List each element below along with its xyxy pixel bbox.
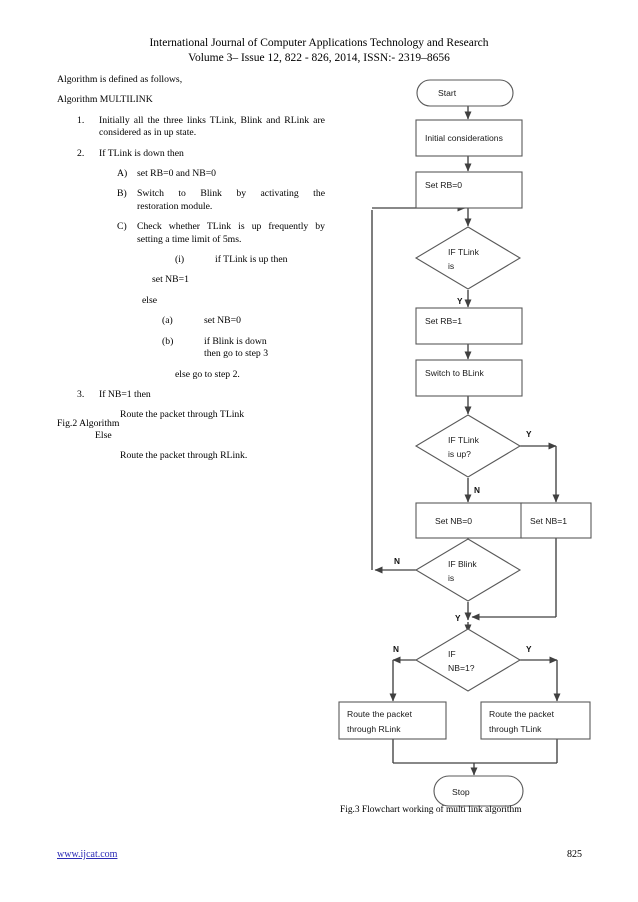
edge-label-nb1-yes: Y [526, 644, 532, 654]
node-switch-to-blink [415, 359, 523, 397]
else-line-2: Else [95, 429, 112, 441]
step-2a-text: set RB=0 and NB=0 [137, 168, 217, 180]
node-if-tlink-is [414, 226, 522, 290]
page-header: International Journal of Computer Applic… [0, 36, 638, 66]
else-line-1: else [142, 294, 158, 306]
else-goto-line: else go to step 2. [175, 368, 240, 380]
step-2b-text-cont: restoration module. [137, 200, 213, 212]
node-start-label: Start [438, 88, 457, 98]
edge-label-blink-yes: Y [455, 613, 461, 623]
figure-3-caption: Fig.3 Flowchart working of multi link al… [340, 805, 522, 815]
step-1-text: Initially all the three links TLink, Bli… [99, 114, 325, 139]
algorithm-step-2c-i: (i) if TLink is up then [175, 254, 325, 266]
node-switch-to-blink-label: Switch to BLink [425, 368, 484, 378]
step-2-text: If TLink is down then [99, 147, 184, 159]
route-rlink-line: Route the packet through RLink. [120, 450, 248, 462]
node-if-tlink-up-label-2: is up? [448, 449, 471, 459]
route-tlink-line: Route the packet through TLink [120, 409, 245, 421]
node-route-tlink-label-2: through TLink [489, 724, 542, 734]
node-if-blink-is-label-1: IF Blink [448, 559, 477, 569]
node-start [416, 79, 514, 107]
substep-b-text-cont: then go to step 3 [204, 348, 269, 360]
node-set-nb1 [520, 502, 592, 539]
node-if-tlink-up [414, 414, 522, 478]
node-if-tlink-is-label-1: IF TLink [448, 247, 480, 257]
substep-b-marker: (b) [162, 335, 174, 347]
algorithm-substep-a: (a) set NB=0 [162, 315, 325, 327]
step-2c-i-text: if TLink is up then [215, 254, 288, 266]
substep-a-marker: (a) [162, 315, 173, 327]
step-2-marker: 2. [77, 147, 85, 159]
node-if-nb1 [414, 628, 522, 692]
node-route-rlink-label-2: through RLink [347, 724, 401, 734]
step-2c-text: Check whether TLink is up frequently by … [137, 221, 325, 245]
node-if-nb1-label-1: IF [448, 649, 456, 659]
edge-label-tlink-up-yes: Y [526, 429, 532, 439]
node-set-nb1-label: Set NB=1 [530, 516, 567, 526]
algorithm-title: Algorithm MULTILINK [57, 94, 153, 106]
step-2b-text: Switch to Blink by activating the [137, 188, 325, 200]
node-set-rb0-label: Set RB=0 [425, 180, 462, 190]
node-if-tlink-up-label-1: IF TLink [448, 435, 480, 445]
flowchart-figure-3: Start Initial considerations Set RB=0 IF… [330, 74, 630, 814]
step-3-marker: 3. [77, 388, 85, 400]
node-route-rlink [338, 701, 447, 740]
step-2a-marker: A) [117, 168, 128, 180]
substep-b-text: if Blink is down [204, 335, 267, 347]
journal-title: International Journal of Computer Applic… [149, 37, 489, 49]
edge-label-blink-no: N [394, 556, 400, 566]
node-set-rb1-label: Set RB=1 [425, 316, 462, 326]
node-set-rb1 [415, 307, 523, 345]
footer-website-link[interactable]: www.ijcat.com [57, 849, 118, 860]
algorithm-step-2a: A) set RB=0 and NB=0 [117, 168, 325, 180]
algorithm-intro: Algorithm is defined as follows, [57, 74, 183, 85]
step-2b-marker: B) [117, 188, 127, 200]
algorithm-substep-b: (b) if Blink is down then go to step 3 [162, 336, 325, 361]
edge-label-tlink-up-no: N [474, 485, 480, 495]
algorithm-text-column: Algorithm is defined as follows, Algorit… [57, 74, 325, 471]
figure-2-caption: Fig.2 Algorithm [57, 418, 120, 429]
algorithm-step-1: 1. Initially all the three links TLink, … [77, 115, 325, 140]
step-3-text: If NB=1 then [99, 388, 151, 400]
footer-page-number: 825 [567, 849, 582, 860]
set-nb1-line: set NB=1 [152, 274, 189, 286]
node-if-blink-is [414, 538, 522, 602]
algorithm-step-3: 3. If NB=1 then [77, 389, 325, 401]
substep-a-text: set NB=0 [204, 315, 241, 327]
node-initial-considerations-label: Initial considerations [425, 133, 503, 143]
node-if-blink-is-label-2: is [448, 573, 454, 583]
step-2c-marker: C) [117, 221, 127, 233]
node-route-rlink-label-1: Route the packet [347, 709, 413, 719]
node-set-rb0 [415, 171, 523, 209]
node-route-tlink [480, 701, 591, 740]
edge-label-nb1-no: N [393, 644, 399, 654]
step-2c-i-marker: (i) [175, 254, 185, 266]
step-1-marker: 1. [77, 114, 85, 126]
node-set-nb0-label: Set NB=0 [435, 516, 472, 526]
node-if-nb1-label-2: NB=1? [448, 663, 475, 673]
node-initial-considerations [415, 119, 523, 157]
node-if-tlink-is-label-2: is [448, 261, 454, 271]
algorithm-step-2: 2. If TLink is down then [77, 148, 325, 160]
node-stop [433, 775, 524, 807]
algorithm-step-2c: C) Check whether TLink is up frequently … [117, 221, 325, 246]
node-route-tlink-label-1: Route the packet [489, 709, 555, 719]
node-stop-label: Stop [452, 787, 470, 797]
journal-issue-line: Volume 3– Issue 12, 822 - 826, 2014, ISS… [188, 52, 450, 64]
algorithm-step-2b: B) Switch to Blink by activating the res… [117, 188, 325, 213]
node-set-nb0 [415, 502, 523, 539]
edge-label-tlink-is-yes: Y [457, 296, 463, 306]
